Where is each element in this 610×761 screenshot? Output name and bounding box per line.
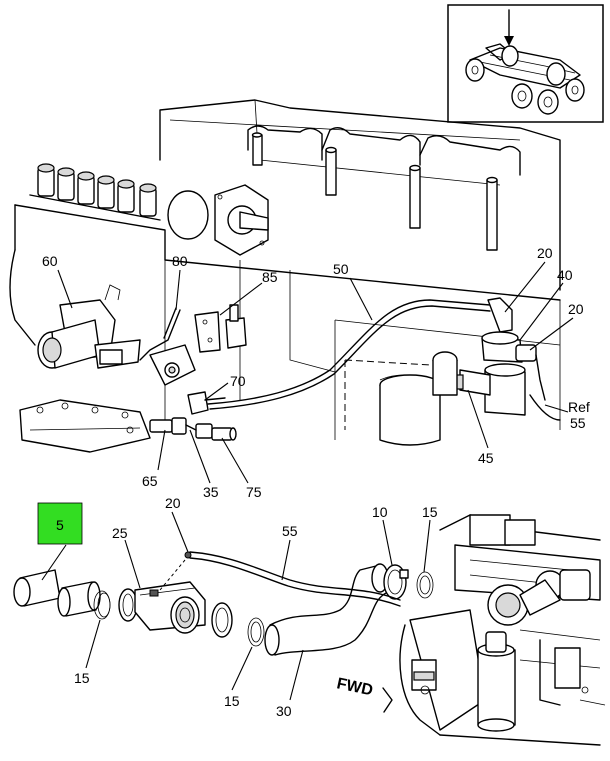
callout-70: 70: [230, 373, 246, 389]
callout-35: 35: [203, 484, 219, 500]
callout-25: 25: [112, 525, 128, 541]
rocker-posts: [251, 132, 498, 251]
fwd-label: FWD: [335, 675, 374, 699]
callout-5: 5: [56, 517, 64, 533]
callout-15-right: 15: [422, 504, 438, 520]
callout-55: 55: [282, 523, 298, 539]
callout-60: 60: [42, 253, 58, 269]
callout-40: 40: [557, 267, 573, 283]
forward-direction-indicator: FWD: [335, 675, 393, 713]
hose-50: [207, 299, 491, 405]
injector-stubs: [37, 163, 157, 217]
callout-ref-55: 55: [570, 415, 586, 431]
locator-inset: [447, 4, 604, 123]
mount-bracket-60: [9, 249, 141, 369]
leader-lines: [41, 261, 574, 701]
callout-labels: 5 60 80 85 50 20 40 20 70 Ref 55 45 65 3…: [42, 245, 590, 719]
exhaust-assembly: [13, 551, 434, 656]
callout-ref: Ref: [568, 399, 590, 415]
callout-80: 80: [172, 253, 188, 269]
highlight-box-5: [37, 502, 83, 545]
callout-50: 50: [333, 261, 349, 277]
callout-15-middle: 15: [224, 693, 240, 709]
callout-20-lower: 20: [165, 495, 181, 511]
engine-lower-right: [399, 514, 606, 746]
callout-75: 75: [246, 484, 262, 500]
callout-20-top: 20: [537, 245, 553, 261]
lower-fuel-block: [19, 391, 237, 453]
dashed-outline: [344, 351, 458, 446]
callout-15-left: 15: [74, 670, 90, 686]
callout-30: 30: [276, 703, 292, 719]
callout-20-right: 20: [568, 301, 584, 317]
callout-10: 10: [372, 504, 388, 520]
callout-85: 85: [262, 269, 278, 285]
callout-65: 65: [142, 473, 158, 489]
sensor-assembly-40-45: [454, 297, 561, 421]
callout-45: 45: [478, 450, 494, 466]
engine-block: [14, 99, 561, 440]
